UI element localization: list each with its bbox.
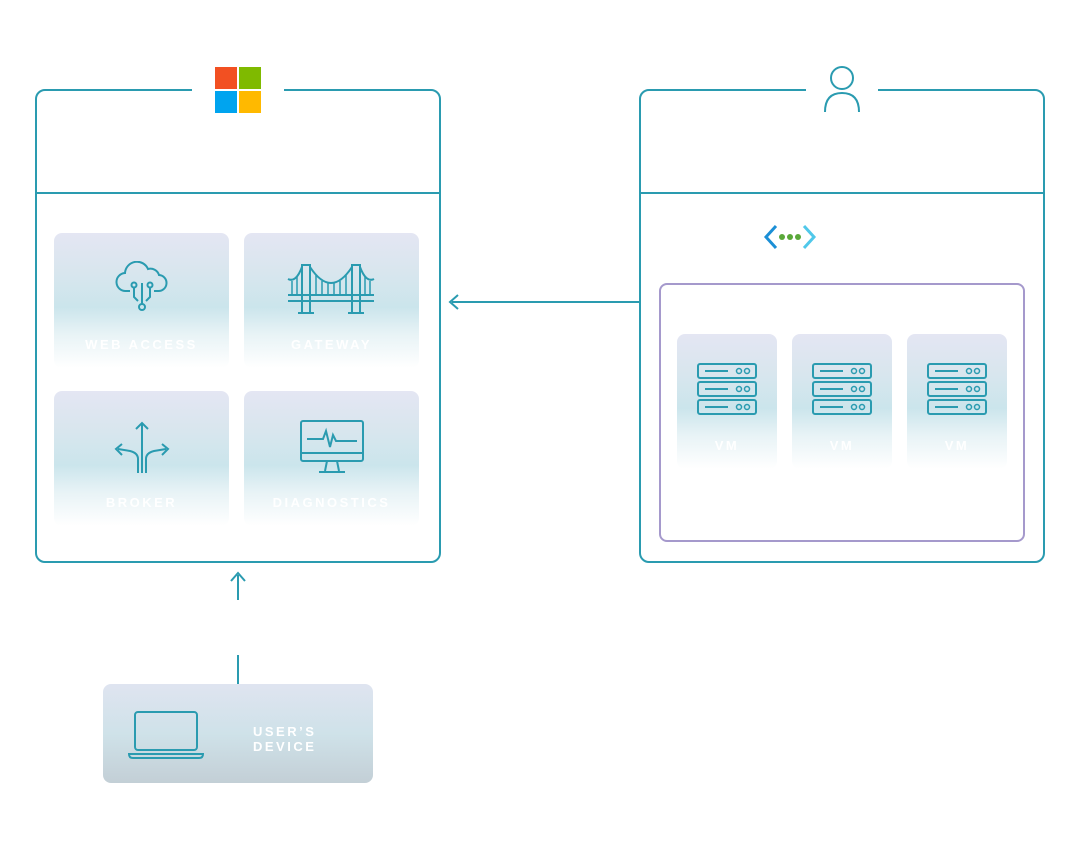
- vm-tile-2[interactable]: VM: [792, 334, 892, 469]
- vnet-to-azure-arrowhead: [448, 294, 459, 310]
- web-access-label: WEB ACCESS: [85, 337, 198, 352]
- diagnostics-label: DIAGNOSTICS: [272, 495, 391, 510]
- gateway-label: GATEWAY: [290, 337, 373, 352]
- user-icon: [824, 66, 860, 113]
- vm-label-2: VM: [829, 438, 855, 453]
- gateway-tile[interactable]: GATEWAY: [244, 233, 419, 368]
- cloud-network-icon: [115, 261, 168, 311]
- monitor-heartbeat-icon: [300, 420, 364, 473]
- virtual-network-icon: [763, 224, 817, 250]
- vm-tile-1[interactable]: VM: [677, 334, 777, 469]
- vm-tile-3[interactable]: VM: [907, 334, 1007, 469]
- user-device-tile[interactable]: USER’S DEVICE: [103, 684, 373, 783]
- broker-tile[interactable]: BROKER: [54, 391, 229, 526]
- logo-yellow-square: [239, 91, 261, 113]
- logo-green-square: [239, 67, 261, 89]
- logo-blue-square: [215, 91, 237, 113]
- vm-label-3: VM: [944, 438, 970, 453]
- virtual-network-box: [659, 283, 1025, 542]
- device-to-azure-arrowhead: [230, 571, 246, 582]
- user-device-label: USER’S DEVICE: [253, 724, 317, 754]
- bridge-icon: [287, 264, 375, 314]
- customer-panel-header-divider: [641, 192, 1043, 194]
- web-access-tile[interactable]: WEB ACCESS: [54, 233, 229, 368]
- split-arrows-icon: [114, 421, 170, 473]
- azure-panel-header-divider: [37, 192, 439, 194]
- server-rack-icon: [697, 363, 757, 415]
- server-rack-icon: [927, 363, 987, 415]
- azure-logo-gap: [192, 86, 284, 92]
- server-rack-icon: [812, 363, 872, 415]
- microsoft-logo-icon: [215, 67, 261, 113]
- broker-label: BROKER: [105, 495, 178, 510]
- laptop-icon: [127, 711, 205, 759]
- logo-red-square: [215, 67, 237, 89]
- diagnostics-tile[interactable]: DIAGNOSTICS: [244, 391, 419, 526]
- vm-label-1: VM: [714, 438, 740, 453]
